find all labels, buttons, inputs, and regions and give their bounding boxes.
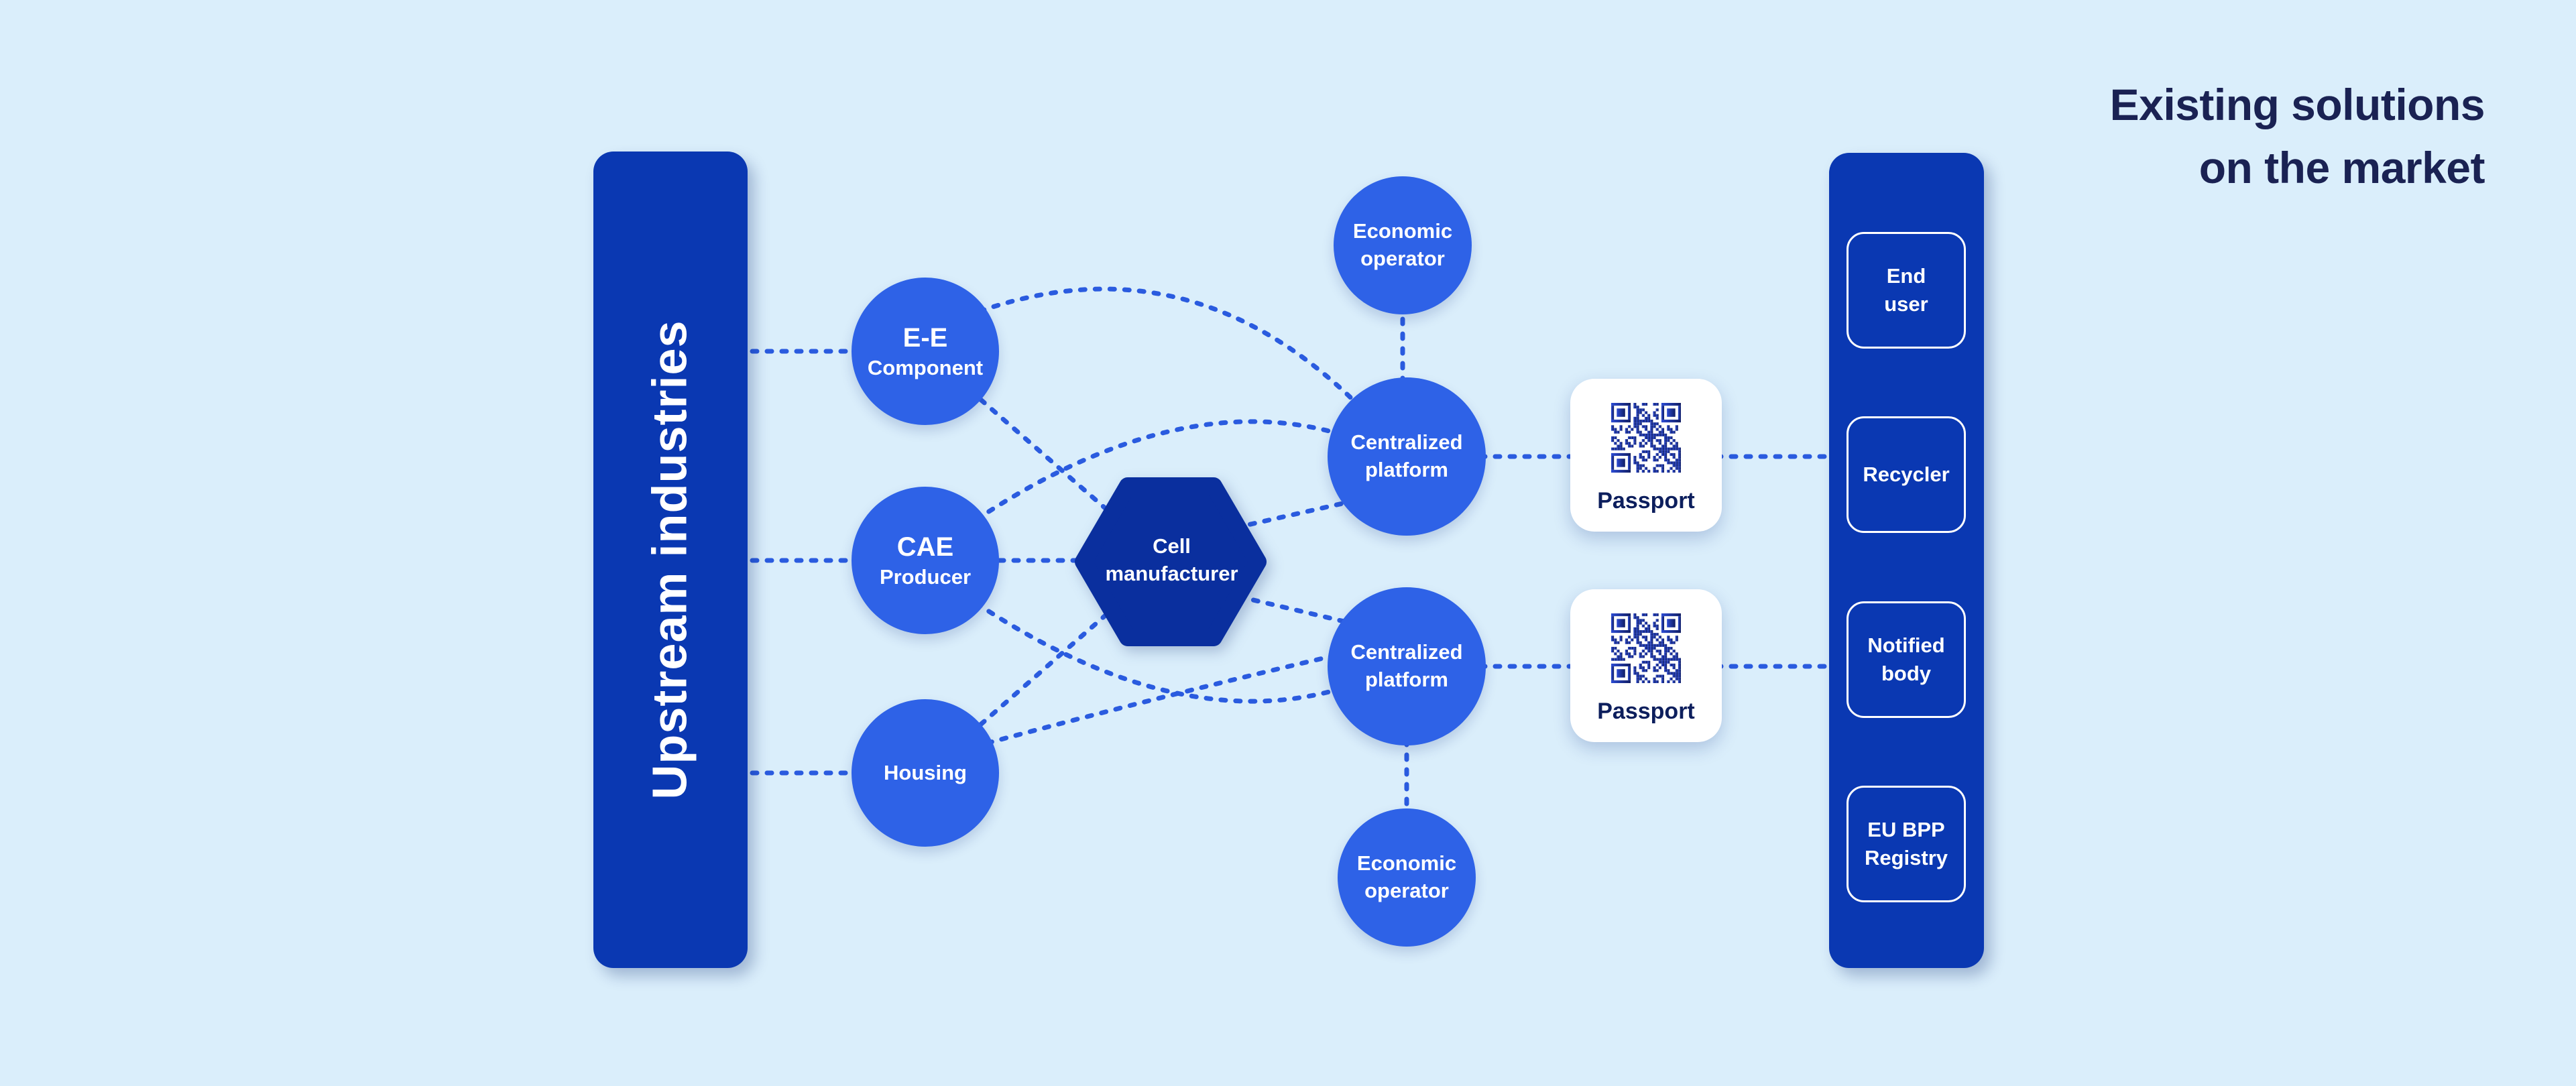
centralized-platform-1-line2: platform [1365, 458, 1448, 481]
passport-1-label: Passport [1597, 488, 1695, 514]
economic-operator-bottom-line2: operator [1364, 879, 1449, 902]
market-box-end-user: End user [1847, 232, 1966, 349]
cell-manufacturer-line1: Cell [1153, 534, 1191, 558]
node-cae-producer-subtitle: Producer [879, 564, 972, 589]
node-cae-producer: CAE Producer [852, 487, 999, 634]
node-ee-component-subtitle: Component [867, 355, 984, 379]
node-cell-manufacturer: Cell manufacturer [1075, 481, 1269, 639]
market-box-notified-body: Notified body [1847, 601, 1966, 718]
cell-manufacturer-line2: manufacturer [1105, 561, 1238, 585]
upstream-industries-bar: Upstream industries [593, 152, 748, 968]
node-economic-operator-bottom: Economic operator [1338, 808, 1476, 947]
edge-ee-to-platform1 [949, 286, 1384, 432]
economic-operator-bottom-line1: Economic [1356, 851, 1457, 876]
edge-housing-to-platform2 [956, 642, 1384, 753]
node-ee-component: E-E Component [852, 278, 999, 425]
market-actors-bar: End user Recycler Notified body EU BPP R… [1829, 153, 1984, 968]
economic-operator-top-line2: operator [1360, 247, 1445, 270]
node-centralized-platform-2: Centralized platform [1328, 587, 1486, 745]
centralized-platform-2-line2: platform [1365, 668, 1448, 691]
market-box-eu-bpp-registry: EU BPP Registry [1847, 786, 1966, 902]
node-housing-label: Housing [884, 760, 967, 784]
passport-2-label: Passport [1597, 699, 1695, 724]
edge-cae-to-platform1 [949, 419, 1384, 539]
edge-cae-to-platform2 [949, 584, 1384, 704]
market-box-recycler: Recycler [1847, 416, 1966, 533]
node-cae-producer-title: CAE [896, 532, 954, 562]
node-ee-component-title: E-E [902, 322, 948, 353]
centralized-platform-2-line1: Centralized [1350, 640, 1463, 664]
node-housing: Housing [852, 699, 999, 847]
qr-code-icon [1611, 613, 1681, 683]
node-economic-operator-top: Economic operator [1334, 176, 1472, 314]
passport-card-2: Passport [1570, 589, 1722, 742]
passport-card-1: Passport [1570, 379, 1722, 532]
upstream-industries-label: Upstream industries [644, 320, 698, 800]
cell-manufacturer-hexagon [1075, 477, 1267, 646]
economic-operator-top-line1: Economic [1352, 219, 1453, 243]
page-title: Existing solutions on the market [2109, 80, 2485, 192]
qr-code-icon [1611, 403, 1681, 473]
centralized-platform-1-line1: Centralized [1350, 430, 1463, 455]
node-centralized-platform-1: Centralized platform [1328, 377, 1486, 536]
